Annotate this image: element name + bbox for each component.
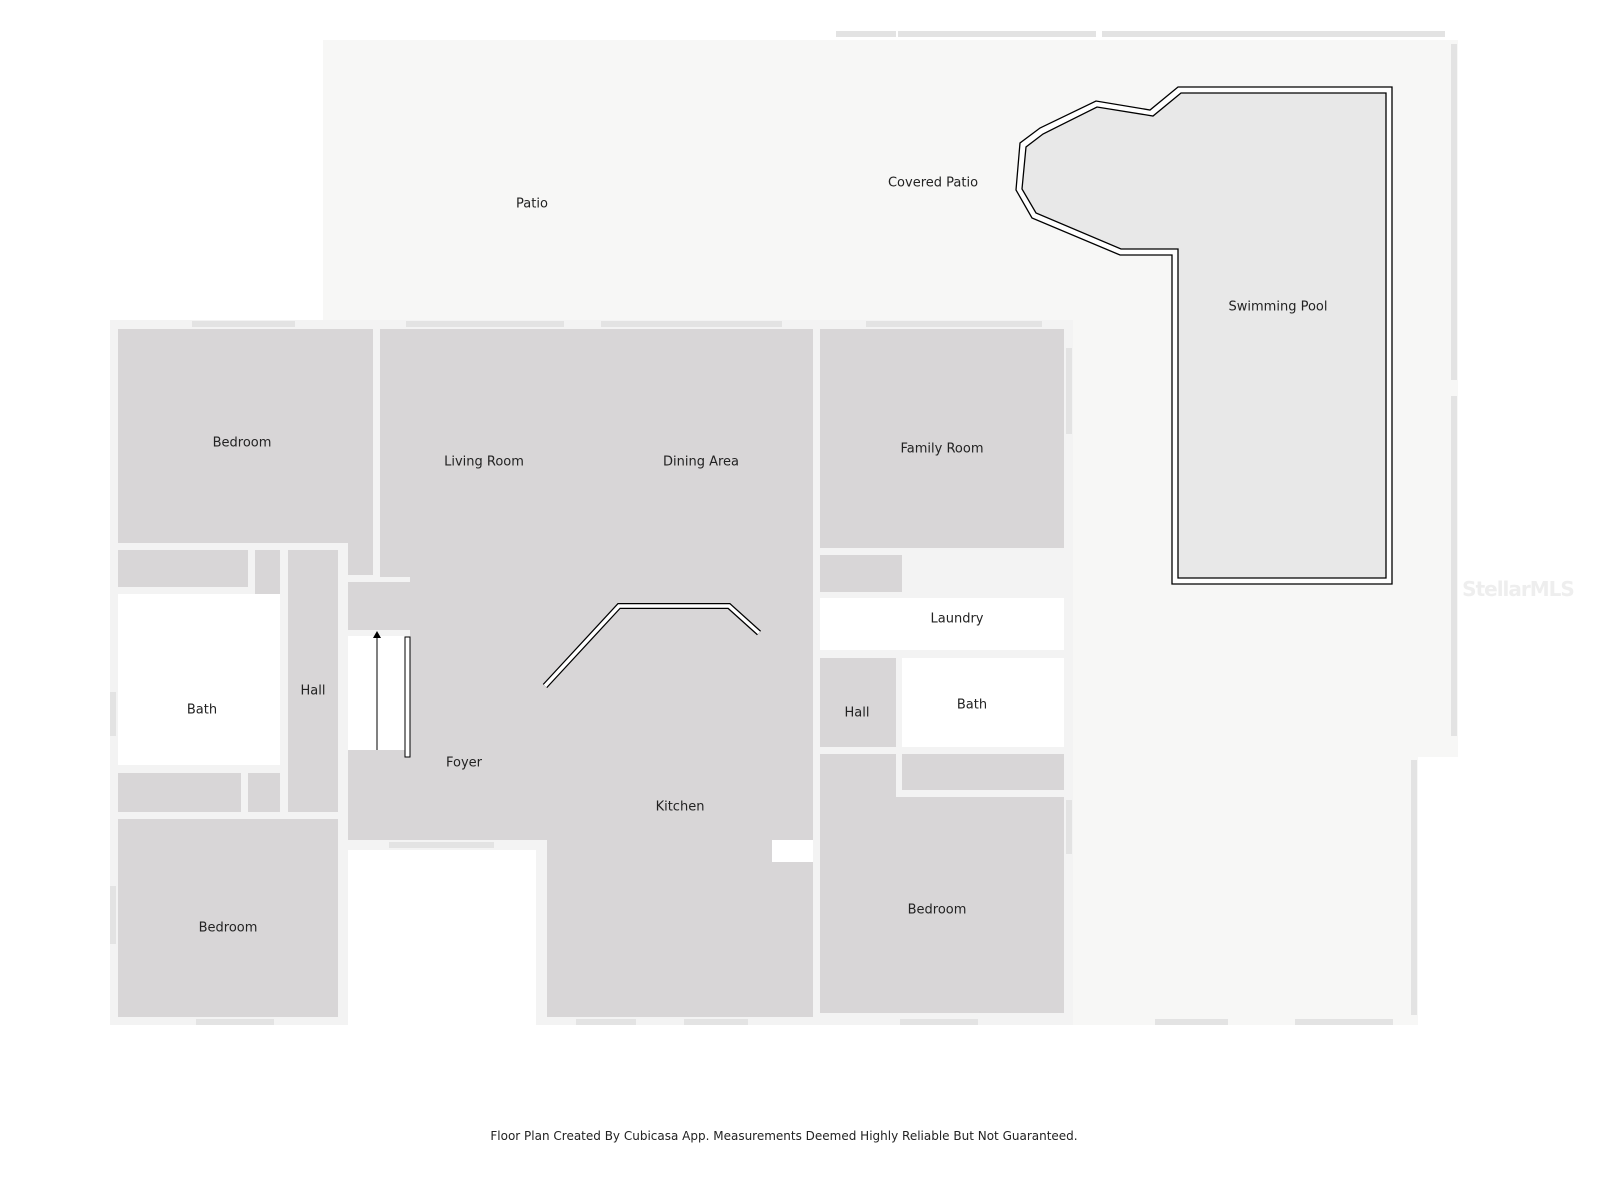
label-swimming-pool: Swimming Pool: [1228, 299, 1328, 315]
room-living-dining: [380, 329, 813, 577]
room-bedroom-right: [820, 754, 1064, 1013]
room-laundry: [820, 598, 1064, 650]
room-kitchen: [547, 690, 813, 1017]
closet-left-5: [248, 773, 280, 812]
room-hall-left: [288, 550, 338, 812]
stair-arrow-head: [373, 631, 381, 638]
stair-rail: [404, 636, 411, 758]
watermark: StellarMLS: [1462, 577, 1575, 601]
windows: [110, 31, 1457, 1025]
room-foyer: [348, 750, 540, 840]
label-dining-area: Dining Area: [662, 454, 740, 470]
label-laundry: Laundry: [930, 611, 984, 627]
room-bedroom-top-left: [118, 329, 373, 543]
column: [348, 498, 373, 575]
label-bedroom-bottom-left: Bedroom: [198, 920, 258, 936]
label-bedroom-right: Bedroom: [907, 902, 967, 918]
room-bedroom-bottom-left: [118, 819, 338, 1017]
patio-area-lower: [1073, 740, 1418, 1025]
room-family: [820, 329, 1064, 548]
label-family-room: Family Room: [900, 441, 984, 457]
laundry-cabinet: [820, 555, 902, 592]
closet-right: [902, 754, 1064, 790]
rooms: [118, 329, 1064, 1017]
label-bath-left: Bath: [186, 702, 218, 718]
kitchen-notch: [772, 840, 813, 862]
label-covered-patio: Covered Patio: [887, 175, 979, 191]
label-kitchen: Kitchen: [655, 799, 705, 815]
footer-disclaimer: Floor Plan Created By Cubicasa App. Meas…: [490, 1129, 1078, 1143]
label-hall-left: Hall: [300, 683, 326, 699]
label-bedroom-top-left: Bedroom: [212, 435, 272, 451]
room-bath-left: [118, 594, 280, 765]
label-living-room: Living Room: [444, 454, 524, 470]
stair-landing: [348, 582, 471, 630]
label-hall-right: Hall: [844, 705, 870, 721]
label-foyer: Foyer: [445, 755, 483, 771]
closet-left-4: [118, 773, 241, 812]
room-hall-right: [820, 658, 896, 747]
room-bath-right: [902, 658, 1064, 747]
outside-cutout: [348, 850, 536, 1030]
label-bath-right: Bath: [956, 697, 988, 713]
closet-left-1: [118, 550, 248, 587]
label-patio: Patio: [516, 196, 548, 212]
